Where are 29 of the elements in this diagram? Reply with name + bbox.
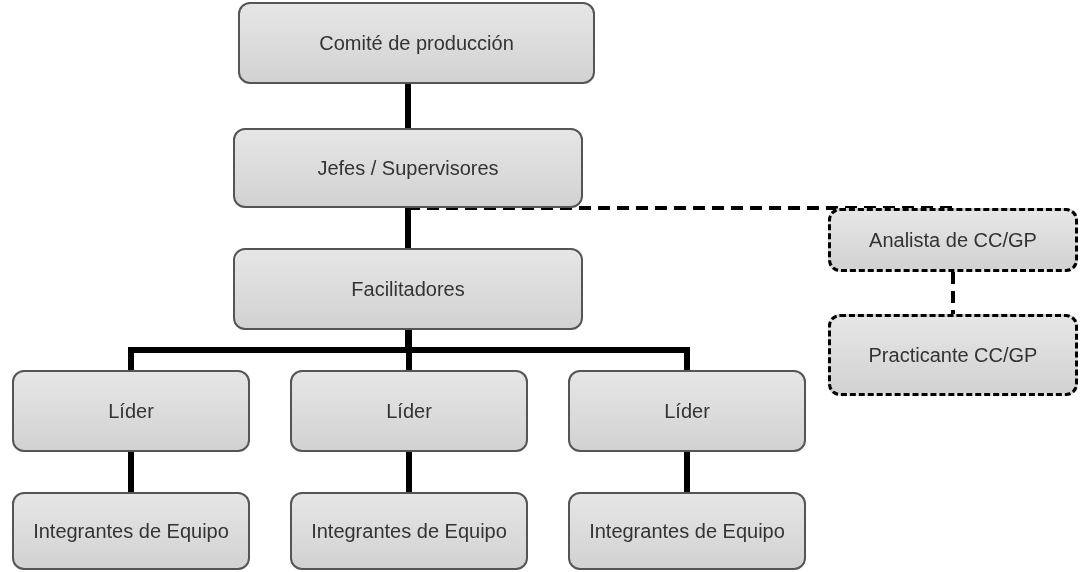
connector-line [405,208,411,248]
connector-line [684,452,690,492]
connector-line [406,330,412,370]
connector-line [406,452,412,492]
org-box [12,492,250,570]
box-label: Líder [107,398,155,424]
box-label: Jefes / Supervisores [316,155,500,181]
box-label: Líder [663,398,711,424]
connector-line [405,84,411,128]
org-box [568,492,806,570]
org-box [12,370,250,452]
box-label: Practicante CC/GP [867,342,1039,368]
org-box [290,492,528,570]
box-label: Integrantes de Equipo [588,518,786,544]
box-label: Comité de producción [318,30,515,56]
org-box [568,370,806,452]
box-label: Analista de CC/GP [868,227,1038,253]
box-label: Integrantes de Equipo [32,518,230,544]
org-box [828,208,1078,272]
org-box [828,314,1078,396]
dashed-connector [951,272,955,314]
box-label: Integrantes de Equipo [310,518,508,544]
connector-line [128,452,134,492]
box-label: Líder [385,398,433,424]
org-box [290,370,528,452]
box-label: Facilitadores [350,276,466,302]
org-box [233,128,583,208]
org-box [238,2,595,84]
org-box [233,248,583,330]
